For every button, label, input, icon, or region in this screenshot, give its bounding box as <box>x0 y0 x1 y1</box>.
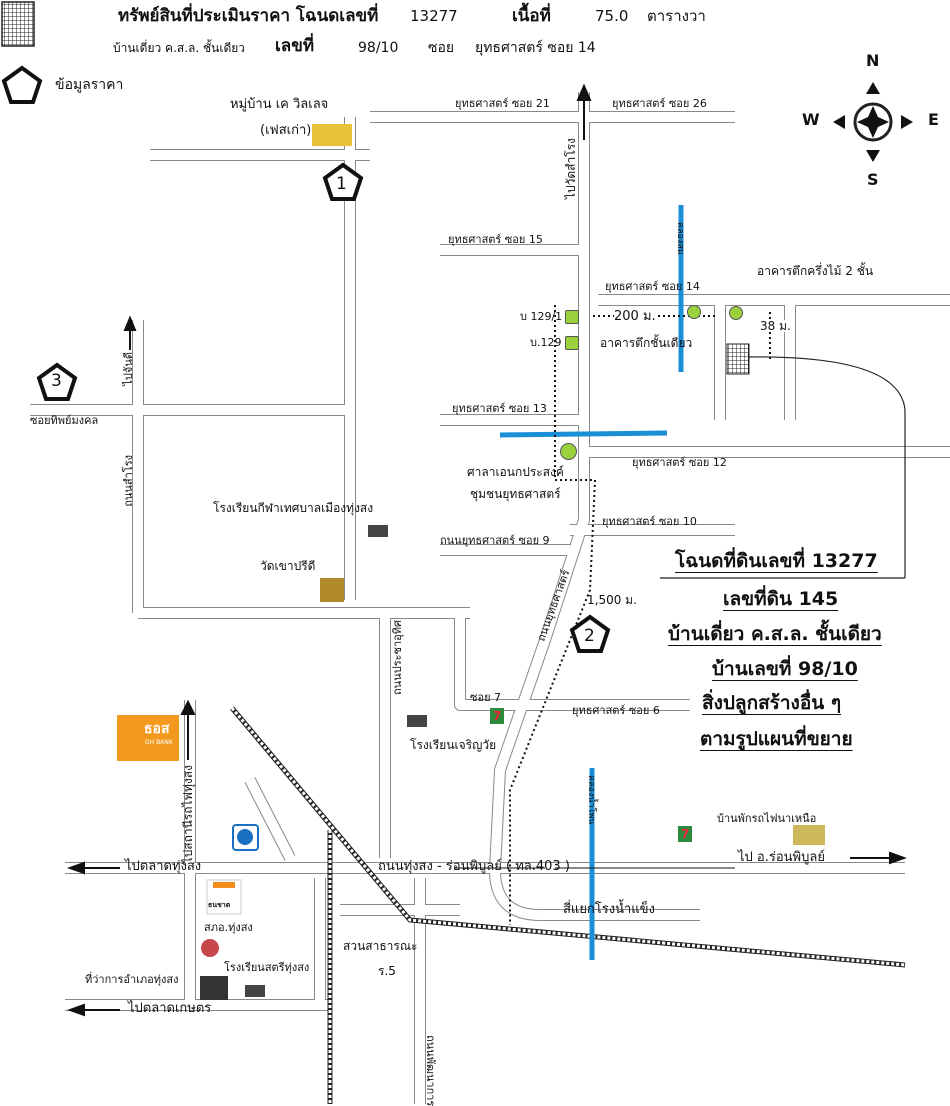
road-label-soi12: ยุทธศาสตร์ ซอย 12 <box>632 456 727 469</box>
road-label-thip-mongkol: ซอยทิพย์มงคล <box>30 414 99 427</box>
road-label-soi13: ยุทธศาสตร์ ซอย 13 <box>452 402 547 415</box>
poi-b129-icon <box>565 336 579 350</box>
poi-b129-1-icon <box>565 310 579 324</box>
police-icon <box>201 939 219 957</box>
compass-icon <box>833 82 913 162</box>
place-b129-1: บ 129/1 <box>520 310 563 323</box>
rest-house-icon <box>793 825 825 845</box>
direction-arrows <box>67 83 907 1017</box>
place-sala-2: ชุมชนยุทธศาสตร์ <box>470 487 561 501</box>
place-wat: วัดเขาปรีดี <box>260 559 316 573</box>
price-marker-3[interactable]: 3 <box>51 371 62 391</box>
summary-deed: โฉนดที่ดินเลขที่ 13277 <box>675 550 878 572</box>
place-rest-house: บ้านพักรถไฟนาเหนือ <box>717 812 817 825</box>
poi-half-wood-icon <box>729 306 743 320</box>
village-logo <box>312 124 352 146</box>
road-label-to-kaset: ไปตลาดเกษตร <box>128 1001 212 1016</box>
road-label-soi26: ยุทธศาสตร์ ซอย 26 <box>612 97 707 110</box>
header-soi-label: ซอย <box>428 40 455 56</box>
gh-bank-logo <box>117 715 179 761</box>
header-house-no-label: เลขที่ <box>275 36 315 56</box>
legend-grid-icon <box>1 1 35 47</box>
header-house-no: 98/10 <box>358 40 399 56</box>
price-marker-2[interactable]: 2 <box>584 626 595 646</box>
distance-38m: 38 ม. <box>760 319 791 333</box>
compass-e: E <box>928 110 939 129</box>
summary-other: สิ่งปลูกสร้างอื่น ๆ <box>702 692 842 714</box>
compass-s: S <box>867 170 879 189</box>
road-label-main: ถนนทุ่งสง - ร่อนพิบูลย์ ( ทล.403 ) <box>378 859 570 874</box>
compass-n: N <box>866 51 880 70</box>
summary-land-no: เลขที่ดิน 145 <box>723 588 839 610</box>
seven-eleven-icon-2 <box>678 826 692 842</box>
road-label-soi6: ยุทธศาสตร์ ซอย 6 <box>572 704 660 717</box>
road-label-to-market: ไปตลาดทุ่งสง <box>125 859 202 874</box>
header-building-type: บ้านเดี่ยว ค.ส.ล. ชั้นเดียว <box>113 41 246 55</box>
temple-icon <box>320 578 344 602</box>
place-intersection: สี่แยกโรงน้ำแข็ง <box>563 902 655 917</box>
place-charoen-school: โรงเรียนเจริญวัย <box>410 738 497 752</box>
header-title: ทรัพย์สินที่ประเมินราคา โฉนดเลขที่ <box>118 6 379 26</box>
district-office-icon <box>200 976 228 1000</box>
place-park: สวนสาธารณะ <box>343 939 418 953</box>
header-deed-no: 13277 <box>410 7 458 25</box>
place-half-wood: อาคารตึกครึ่งไม้ 2 ชั้น <box>757 264 874 278</box>
distance-1500m: 1,500 ม. <box>587 593 637 607</box>
railway <box>230 706 906 1104</box>
pentagon-icons <box>1 65 611 653</box>
place-village-phase: (เฟสเก่า) <box>260 123 312 138</box>
road-label-to-chan-di: ไปจันดี <box>122 352 135 386</box>
road-label-soi10: ยุทธศาสตร์ ซอย 10 <box>602 515 697 528</box>
canal-label-lower: คลองน้ำโพน <box>586 775 596 825</box>
gh-bank-label: ธอส <box>144 721 170 737</box>
summary-building: บ้านเดี่ยว ค.ส.ล. ชั้นเดียว <box>668 623 882 645</box>
place-girls-school: โรงเรียนสตรีทุ่งสง <box>224 961 310 974</box>
road-label-samrong: ถนนสำโรง <box>122 455 135 507</box>
road-label-to-wat: ไปวัดสำโรง <box>564 138 578 199</box>
place-b129: บ.129 <box>530 336 562 349</box>
price-marker-1[interactable]: 1 <box>336 174 347 194</box>
summary-house-no: บ้านเลขที่ 98/10 <box>712 658 858 680</box>
header-area-label: เนื้อที่ <box>512 6 551 26</box>
road-label-soi21: ยุทธศาสตร์ ซอย 21 <box>455 97 550 110</box>
compass-w: W <box>802 110 820 129</box>
place-village: หมู่บ้าน เค วิลเลจ <box>230 97 329 112</box>
place-district-office: ที่ว่าการอำเภอทุ่งสง <box>85 973 179 986</box>
gh-bank-label-en: GH BANK <box>145 739 173 746</box>
distance-200m: 200 ม. <box>614 309 656 324</box>
place-one-storey: อาคารตึกชั้นเดียว <box>600 336 693 350</box>
road-label-soi14: ยุทธศาสตร์ ซอย 14 <box>605 280 700 293</box>
road-label-prachauthit: ถนนประชาอุทิศ <box>391 620 404 695</box>
callout-line <box>747 356 906 578</box>
poi-sala-icon <box>560 443 577 460</box>
header-area-value: 75.0 <box>595 7 629 25</box>
header-soi-value: ยุทธศาสตร์ ซอย 14 <box>475 40 596 56</box>
place-police: สภอ.ทุ่งสง <box>204 921 253 934</box>
road-label-to-ron: ไป อ.ร่อนพิบูลย์ <box>738 850 825 865</box>
road-label-soi9: ถนนยุทธศาสตร์ ซอย 9 <box>440 534 550 547</box>
subject-property-grid-icon <box>726 343 750 375</box>
canal-label-upper: คลองสม <box>675 222 685 255</box>
canals <box>499 205 684 960</box>
road-label-to-station: ไปสถานีรถไฟทุ่งสง <box>181 765 195 864</box>
place-sport-school: โรงเรียนกีฬาเทศบาลเมืองทุ่งสง <box>213 501 374 515</box>
school-icon-2 <box>407 715 427 727</box>
seven-eleven-icon-1 <box>490 708 504 724</box>
seven-eleven-label-1: 7 <box>493 709 502 723</box>
road-label-soi15: ยุทธศาสตร์ ซอย 15 <box>448 233 543 246</box>
legend-price-label: ข้อมูลราคา <box>55 77 124 93</box>
road-label-phatthanakan: ถนนพัฒนาการ <box>424 1035 437 1106</box>
place-park-2: ร.5 <box>378 964 396 978</box>
thanachart-label: ธนชาต <box>208 901 231 909</box>
seven-eleven-label-2: 7 <box>681 827 690 841</box>
road-label-soi7: ซอย 7 <box>470 691 502 704</box>
summary-map-note: ตามรูปแผนที่ขยาย <box>700 728 853 750</box>
poi-one-storey-icon <box>687 305 701 319</box>
header-area-unit: ตารางวา <box>647 7 706 25</box>
place-sala: ศาลาเอนกประสงค์ <box>467 465 564 479</box>
school-icon-1 <box>368 525 388 537</box>
school-icon-3 <box>245 985 265 997</box>
